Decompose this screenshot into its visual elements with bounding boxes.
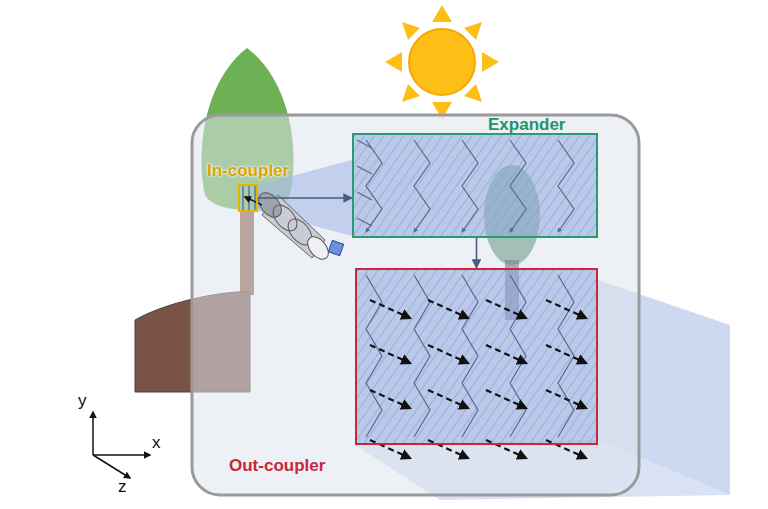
zigzag-rays (357, 140, 574, 437)
axis-label: x (152, 434, 161, 451)
axes (93, 412, 150, 478)
outcoupler-grating (355, 268, 598, 445)
grating-region: Expander (352, 133, 598, 238)
grating-region: Out-coupler (355, 268, 598, 445)
expander-grating (352, 133, 598, 238)
region-label: Expander (488, 116, 565, 133)
axis-label: y (78, 392, 87, 409)
light-path (258, 197, 352, 199)
light-path (476, 238, 478, 268)
outcoupler-grating (355, 268, 598, 445)
region-label: In-coupler (207, 162, 289, 179)
region-label: Out-coupler (229, 457, 325, 474)
grating-region: In-coupler (238, 184, 258, 212)
sun (385, 5, 499, 119)
expander-grating (352, 133, 598, 238)
axis-label: z (118, 478, 127, 495)
output-rays (370, 300, 586, 458)
projector (245, 188, 344, 263)
waveguide (192, 115, 639, 495)
